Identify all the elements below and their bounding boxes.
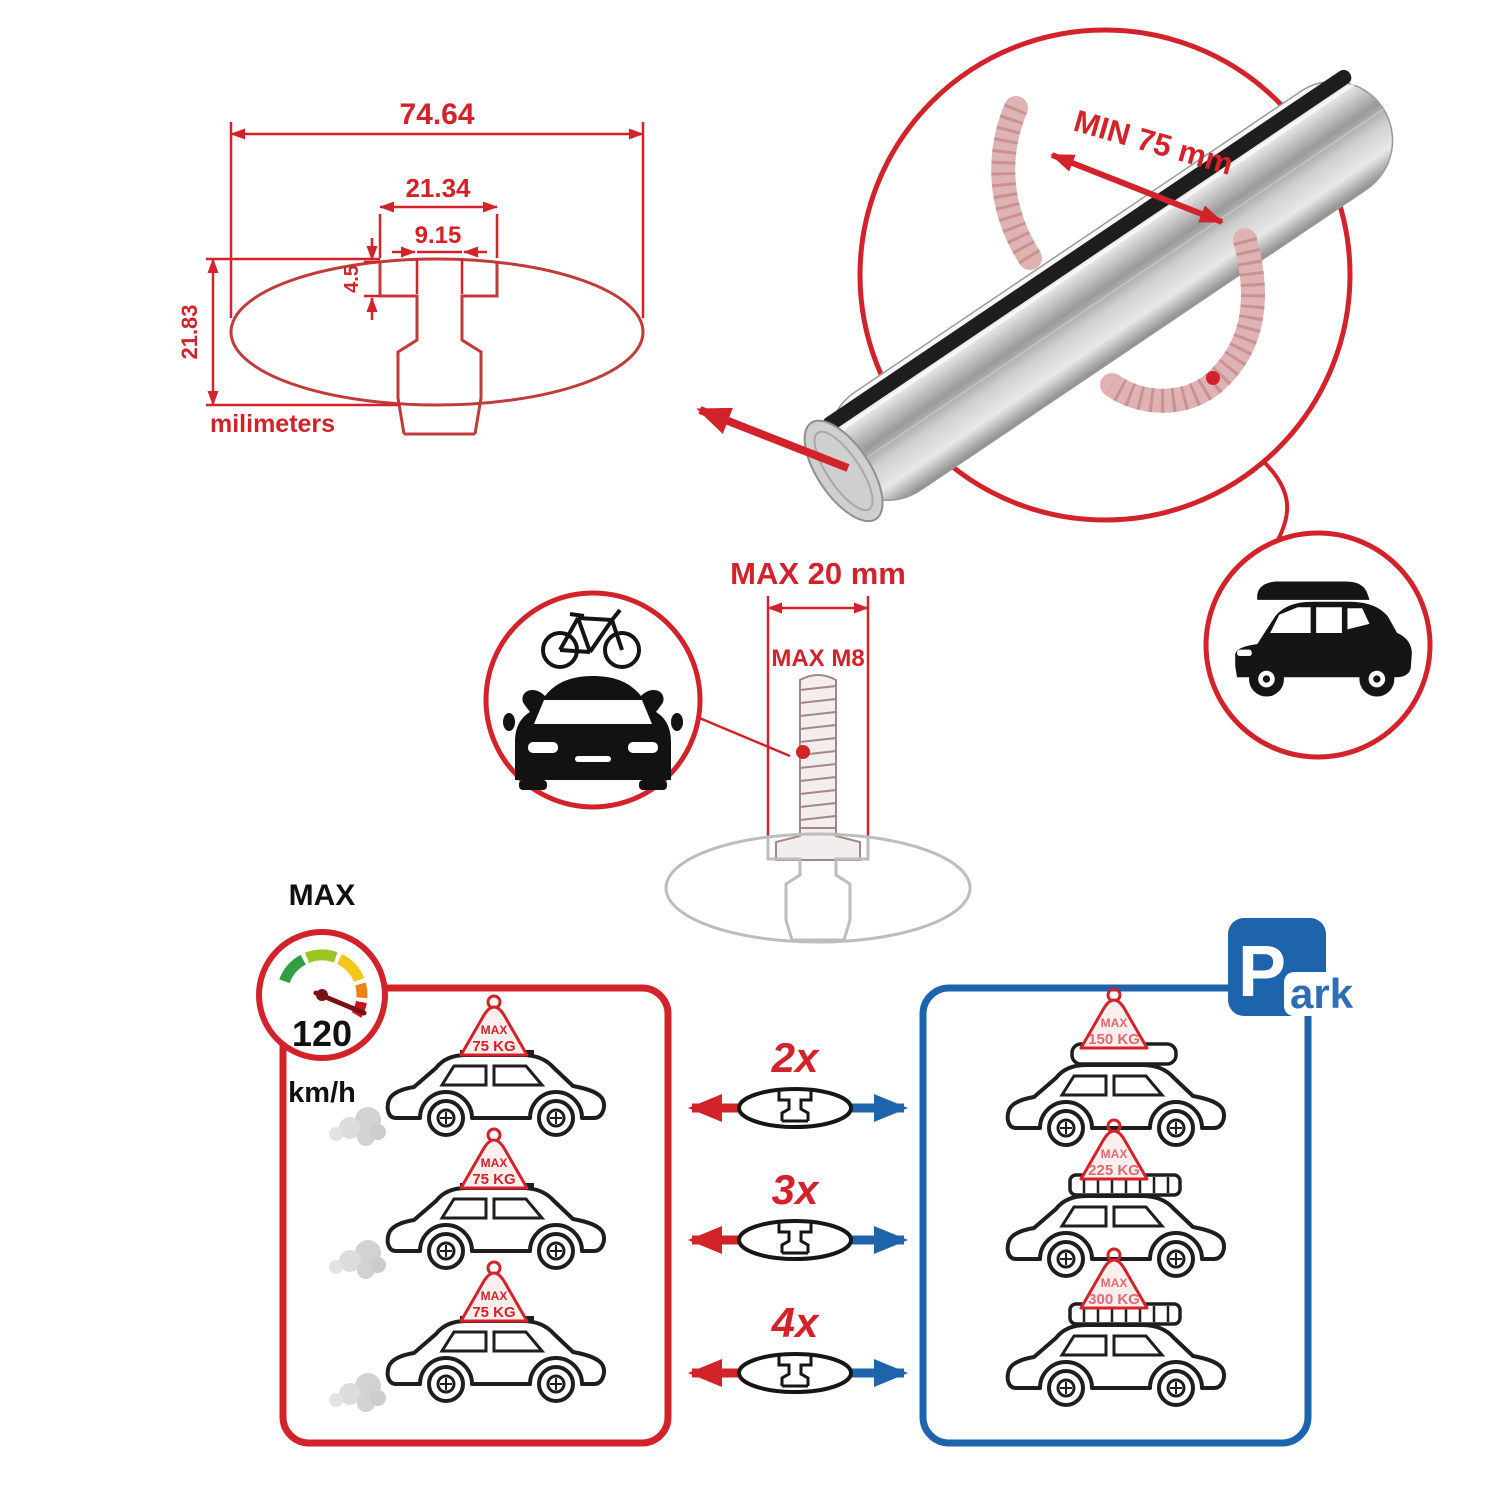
bar-end-cap <box>803 419 884 523</box>
quantity-row-2x: 2x <box>688 1034 908 1129</box>
bolt-connector-line <box>696 715 791 758</box>
bolt-diagram: MAX 20 mm MAX M8 <box>483 556 972 944</box>
thread-point-marker <box>796 745 810 759</box>
quantity-row-3x: 3x <box>688 1166 908 1261</box>
driving-car-row-1: MAX 75 KG <box>329 994 606 1146</box>
bike-icon <box>541 608 641 669</box>
parked-car-row-1: MAX 150 KG <box>1005 987 1226 1147</box>
suv-with-roofbox-icon <box>1235 581 1412 697</box>
dim-width-outer <box>229 122 645 318</box>
dim-lip-depth-label: 4.5 <box>341 265 363 293</box>
load-limit-max-label: MAX <box>481 1023 508 1037</box>
dim-lip-depth <box>364 238 380 320</box>
park-sign-suffix: ark <box>1290 970 1354 1017</box>
load-limit-max-label: MAX <box>1101 1276 1128 1290</box>
crossbar-section-icon <box>737 1087 853 1129</box>
load-limit-value: 150 KG <box>1088 1031 1140 1048</box>
max-depth-label: MAX 20 mm <box>730 556 906 591</box>
quantity-row-4x: 4x <box>688 1299 908 1394</box>
cross-section-diagram: 74.64 21.34 9.15 4.5 21.83 mil <box>177 98 645 438</box>
driving-car-row-3: MAX 75 KG <box>329 1260 606 1412</box>
dim-slot-inner <box>392 246 487 294</box>
park-sign: P ark <box>1228 918 1368 1017</box>
clamp-strap-right-ribs <box>1105 236 1265 413</box>
speed-value: 120 <box>292 1013 352 1054</box>
load-limit-value: 300 KG <box>1088 1291 1140 1308</box>
load-limit-max-label: MAX <box>1101 1016 1128 1030</box>
usage-comparison: 2x 3x 4x MAX 75 KG <box>256 879 1368 1447</box>
quantity-label: 3x <box>772 1166 820 1213</box>
quantity-label: 4x <box>771 1299 820 1346</box>
load-limit-value: 225 KG <box>1088 1162 1140 1179</box>
speed-max-label: MAX <box>289 879 356 912</box>
park-sign-letter: P <box>1238 932 1286 1012</box>
dim-height <box>206 257 400 407</box>
load-limit-max-label: MAX <box>481 1156 508 1170</box>
speed-units: km/h <box>288 1077 356 1109</box>
dim-bolt-width <box>766 596 870 838</box>
load-limit-max-label: MAX <box>1101 1147 1128 1161</box>
t-bolt-icon <box>775 674 861 861</box>
units-label: milimeters <box>210 410 335 438</box>
load-limit-value: 75 KG <box>472 1304 515 1321</box>
clamp-strap-left <box>991 96 1042 270</box>
dim-slot-inner-label: 9.15 <box>415 222 462 249</box>
ghost-profile <box>664 832 972 944</box>
strap-point-marker <box>1206 371 1220 385</box>
load-limit-value: 75 KG <box>472 1171 515 1188</box>
dim-width-outer-label: 74.64 <box>399 98 474 131</box>
driving-car-row-2: MAX 75 KG <box>329 1127 606 1279</box>
bar-to-section-arrow <box>696 406 850 472</box>
bar-profile-ellipse <box>229 257 645 407</box>
parked-car-row-2: MAX 225 KG <box>1005 1118 1226 1278</box>
circle-connector-line <box>1260 458 1290 541</box>
quantity-label: 2x <box>771 1034 820 1081</box>
dim-slot-outer <box>378 201 499 258</box>
speed-limit-badge: MAX 120 km/h <box>256 879 388 1109</box>
crossbar-section-icon <box>737 1352 853 1394</box>
min-span-arrow <box>1050 152 1224 225</box>
parked-car-row-3: MAX 300 KG <box>1005 1247 1226 1407</box>
dim-height-label: 21.83 <box>177 304 202 359</box>
bar-profile-slot <box>378 262 499 436</box>
bar-detail-view: MIN 75 mm <box>696 27 1433 760</box>
dim-slot-outer-label: 21.34 <box>405 173 471 203</box>
load-limit-max-label: MAX <box>481 1289 508 1303</box>
car-front-with-bike-icon <box>503 608 683 790</box>
crossbar-section-icon <box>737 1219 853 1261</box>
max-thread-label: MAX M8 <box>771 645 864 672</box>
load-limit-value: 75 KG <box>472 1038 515 1055</box>
